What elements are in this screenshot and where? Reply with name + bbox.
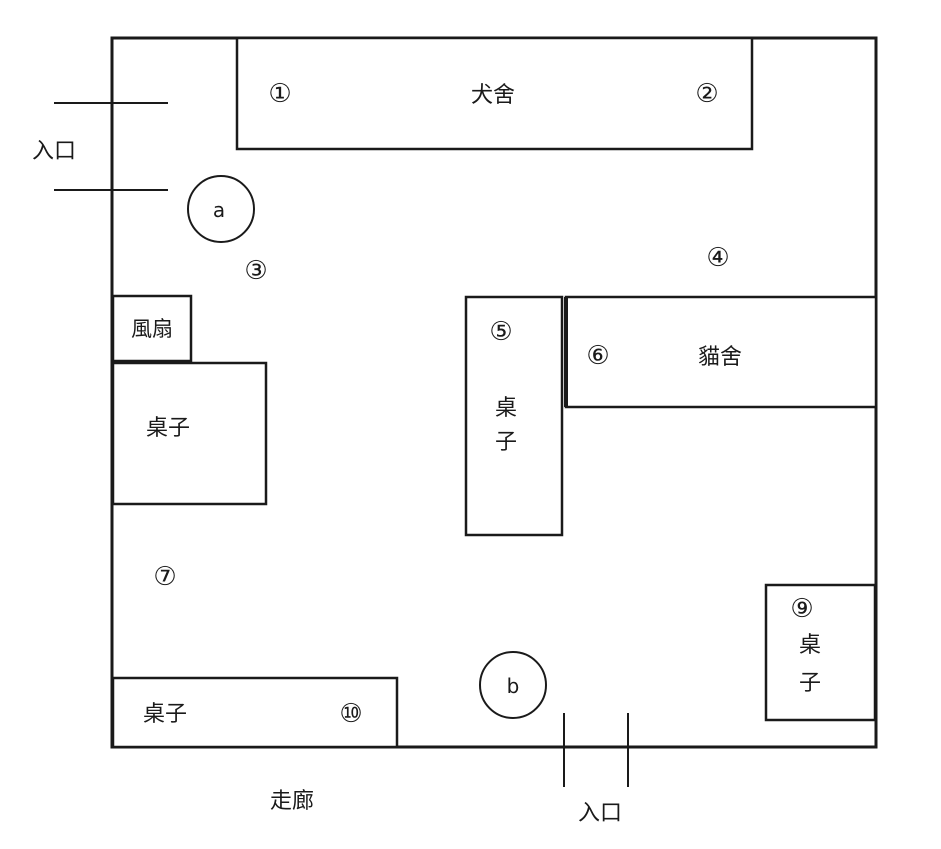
table-bottom-label: 桌子: [143, 702, 187, 727]
table-center-label-1: 桌: [495, 396, 517, 421]
marker-2: ②: [695, 79, 718, 109]
entrance-bottom-label: 入口: [578, 801, 622, 826]
table-center-label-2: 子: [495, 430, 517, 455]
cattery-box: [564, 295, 878, 409]
cattery-label: 貓舍: [698, 345, 742, 370]
kennel-label: 犬舍: [471, 83, 515, 108]
table-right-box: [764, 583, 877, 722]
marker-4: ④: [706, 243, 729, 273]
marker-1: ①: [268, 79, 291, 109]
table-left-label: 桌子: [146, 416, 190, 441]
entrance-left-label: 入口: [32, 139, 76, 164]
table-center-box: [464, 295, 564, 537]
circle-b-label: b: [507, 674, 520, 698]
table-right-label-1: 桌: [799, 633, 821, 658]
marker-9: ⑨: [790, 594, 813, 624]
circle-b: [479, 651, 547, 719]
table-right-label-2: 子: [799, 671, 821, 696]
marker-3: ③: [244, 256, 267, 286]
circle-a: [187, 175, 255, 243]
table-left-box: [111, 361, 268, 506]
marker-6: ⑥: [586, 341, 609, 371]
marker-7: ⑦: [153, 562, 176, 592]
marker-5: ⑤: [489, 317, 512, 347]
table-bottom-box: [111, 676, 399, 749]
fan-box: [111, 294, 193, 363]
kennel-box: [235, 36, 754, 151]
fan-label: 風扇: [131, 317, 173, 341]
marker-10: ⑩: [339, 699, 362, 729]
circle-a-label: a: [213, 198, 225, 222]
corridor-label: 走廊: [270, 789, 314, 814]
